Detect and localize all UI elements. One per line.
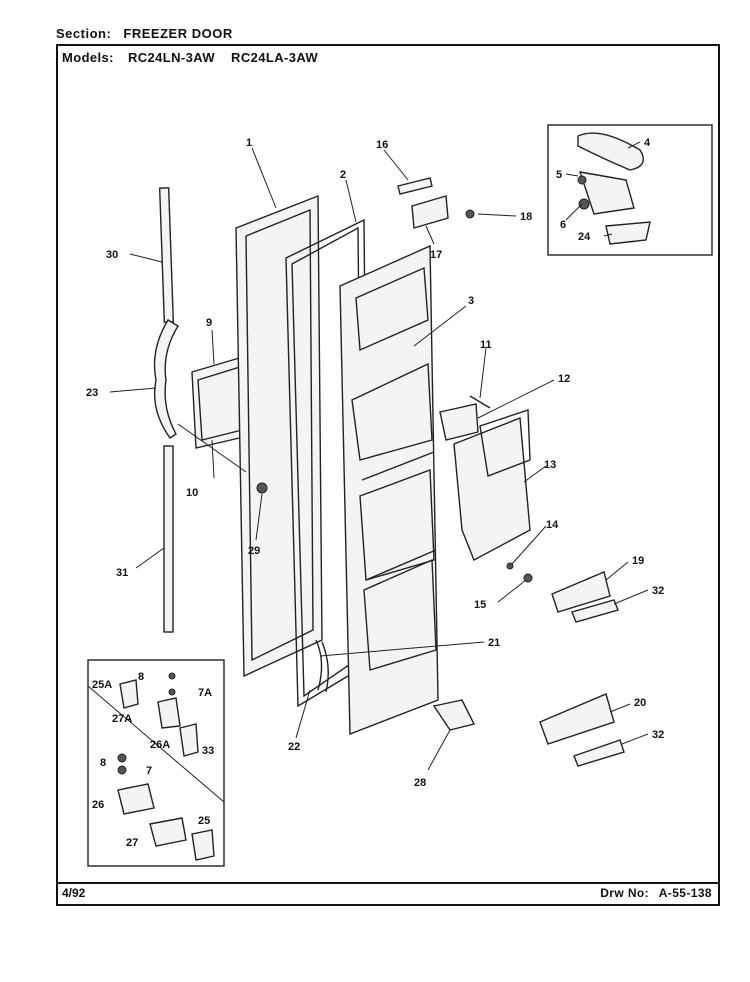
label-27: 27	[126, 837, 138, 849]
label-11: 11	[480, 339, 492, 351]
label-20: 20	[634, 697, 646, 709]
inset-box-hinge	[547, 124, 713, 256]
inset-divider	[87, 685, 225, 803]
label-16: 16	[376, 139, 388, 151]
models-label: Models:	[62, 50, 114, 65]
label-13: 13	[544, 459, 556, 471]
label-25: 25	[198, 815, 210, 827]
drawing-number: A-55-138	[658, 886, 712, 900]
label-3: 3	[468, 295, 474, 307]
part-24-shim	[605, 221, 651, 245]
footer-date: 4/92	[62, 886, 86, 900]
part-5-6-hinge	[577, 171, 635, 215]
label-19: 19	[632, 555, 644, 567]
part-21-wire-harness	[315, 639, 329, 693]
label-2: 2	[340, 169, 346, 181]
label-5: 5	[556, 169, 562, 181]
label-7: 7	[146, 765, 152, 777]
label-8a: 8	[138, 671, 144, 683]
models-line: Models: RC24LN-3AW RC24LA-3AW	[58, 46, 322, 69]
part-19-shelf	[551, 571, 611, 613]
label-12: 12	[558, 373, 570, 385]
part-13-dispenser-housing	[453, 409, 531, 561]
label-1: 1	[246, 137, 252, 149]
label-17: 17	[430, 249, 442, 261]
diagram-frame: Models: RC24LN-3AW RC24LA-3AW 4/92 Drw N…	[56, 44, 720, 906]
label-4: 4	[644, 137, 651, 149]
label-23: 23	[86, 387, 98, 399]
part-labels: 1 2 3 4 5 6 7 7A 8 8 9 10 11 12 13 14 15…	[86, 137, 664, 849]
label-24: 24	[578, 231, 591, 243]
part-4-hinge-cover	[577, 132, 644, 171]
part-28-shelf-clip	[432, 699, 476, 731]
label-15: 15	[474, 599, 486, 611]
part-11-12-spring	[439, 395, 491, 441]
drawing-label: Drw No:	[600, 886, 650, 900]
part-20-shelf	[539, 693, 615, 745]
part-16-17-bracket	[397, 177, 475, 229]
label-25a: 25A	[92, 679, 112, 691]
section-value: FREEZER DOOR	[123, 26, 233, 41]
part-14-15-fasteners	[506, 562, 533, 583]
part-30-trim-strip	[158, 187, 175, 323]
label-6: 6	[560, 219, 566, 231]
label-27a: 27A	[112, 713, 132, 725]
label-7a: 7A	[198, 687, 212, 699]
inset-box-hinges-lower	[87, 659, 225, 867]
part-18-clip	[465, 209, 475, 219]
section-label: Section:	[56, 26, 112, 41]
label-18: 18	[520, 211, 532, 223]
label-31: 31	[116, 567, 128, 579]
label-30: 30	[106, 249, 118, 261]
label-10: 10	[186, 487, 198, 499]
label-26a: 26A	[150, 739, 170, 751]
label-29: 29	[248, 545, 260, 557]
label-8b: 8	[100, 757, 106, 769]
label-33: 33	[202, 745, 214, 757]
footer-drawing-number: Drw No: A-55-138	[600, 886, 712, 900]
part-3-door-liner	[339, 244, 439, 736]
part-32-shelf-trim-upper	[571, 599, 619, 623]
label-26: 26	[92, 799, 104, 811]
leader-lines	[109, 141, 649, 771]
model-1: RC24LN-3AW	[127, 50, 216, 65]
part-23-handle	[153, 319, 179, 439]
section-title: Section: FREEZER DOOR	[56, 26, 233, 41]
part-29-screw	[256, 482, 268, 494]
label-14: 14	[546, 519, 559, 531]
part-32-shelf-trim-lower	[573, 739, 625, 767]
label-9: 9	[206, 317, 212, 329]
label-32a: 32	[652, 585, 664, 597]
part-31-trim-strip	[163, 445, 174, 633]
lower-inset-parts	[117, 672, 215, 861]
part-1-door-frame	[235, 194, 323, 678]
label-21: 21	[488, 637, 500, 649]
label-22: 22	[288, 741, 300, 753]
label-28: 28	[414, 777, 426, 789]
label-32b: 32	[652, 729, 664, 741]
model-2: RC24LA-3AW	[231, 50, 319, 65]
footer-divider	[58, 882, 718, 884]
